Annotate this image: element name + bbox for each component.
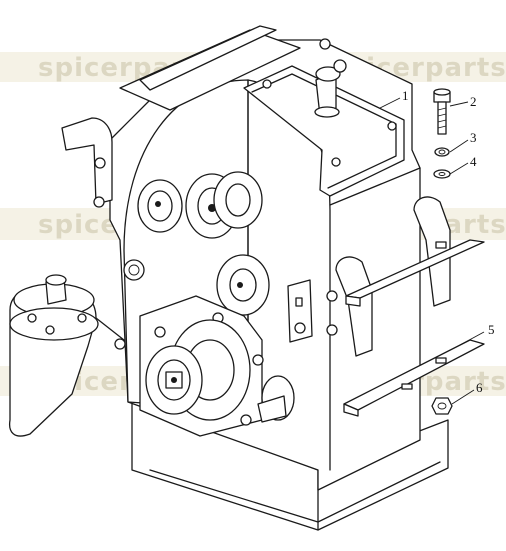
part-4-washer — [433, 169, 451, 179]
right-bracket — [326, 196, 485, 357]
callout-5: 5 — [488, 322, 495, 337]
leader-lines — [379, 97, 485, 405]
callout-3: 3 — [470, 130, 477, 145]
part-3-nut — [434, 147, 450, 157]
callouts: 1 2 3 4 5 6 — [402, 88, 495, 395]
left-bracket — [61, 117, 113, 208]
part-5-plate — [343, 339, 485, 417]
part-2-bolt — [433, 88, 451, 135]
output-flange — [139, 295, 295, 437]
bearing-covers — [123, 171, 270, 316]
callout-2: 2 — [470, 94, 477, 109]
top-beam — [119, 25, 331, 111]
part-6-nut — [431, 397, 453, 415]
callout-4: 4 — [470, 154, 477, 169]
callout-1: 1 — [402, 88, 409, 103]
callout-6: 6 — [476, 380, 483, 395]
cover-plate — [243, 59, 405, 197]
filter-canister — [8, 274, 126, 437]
slotted-plate — [287, 279, 313, 343]
